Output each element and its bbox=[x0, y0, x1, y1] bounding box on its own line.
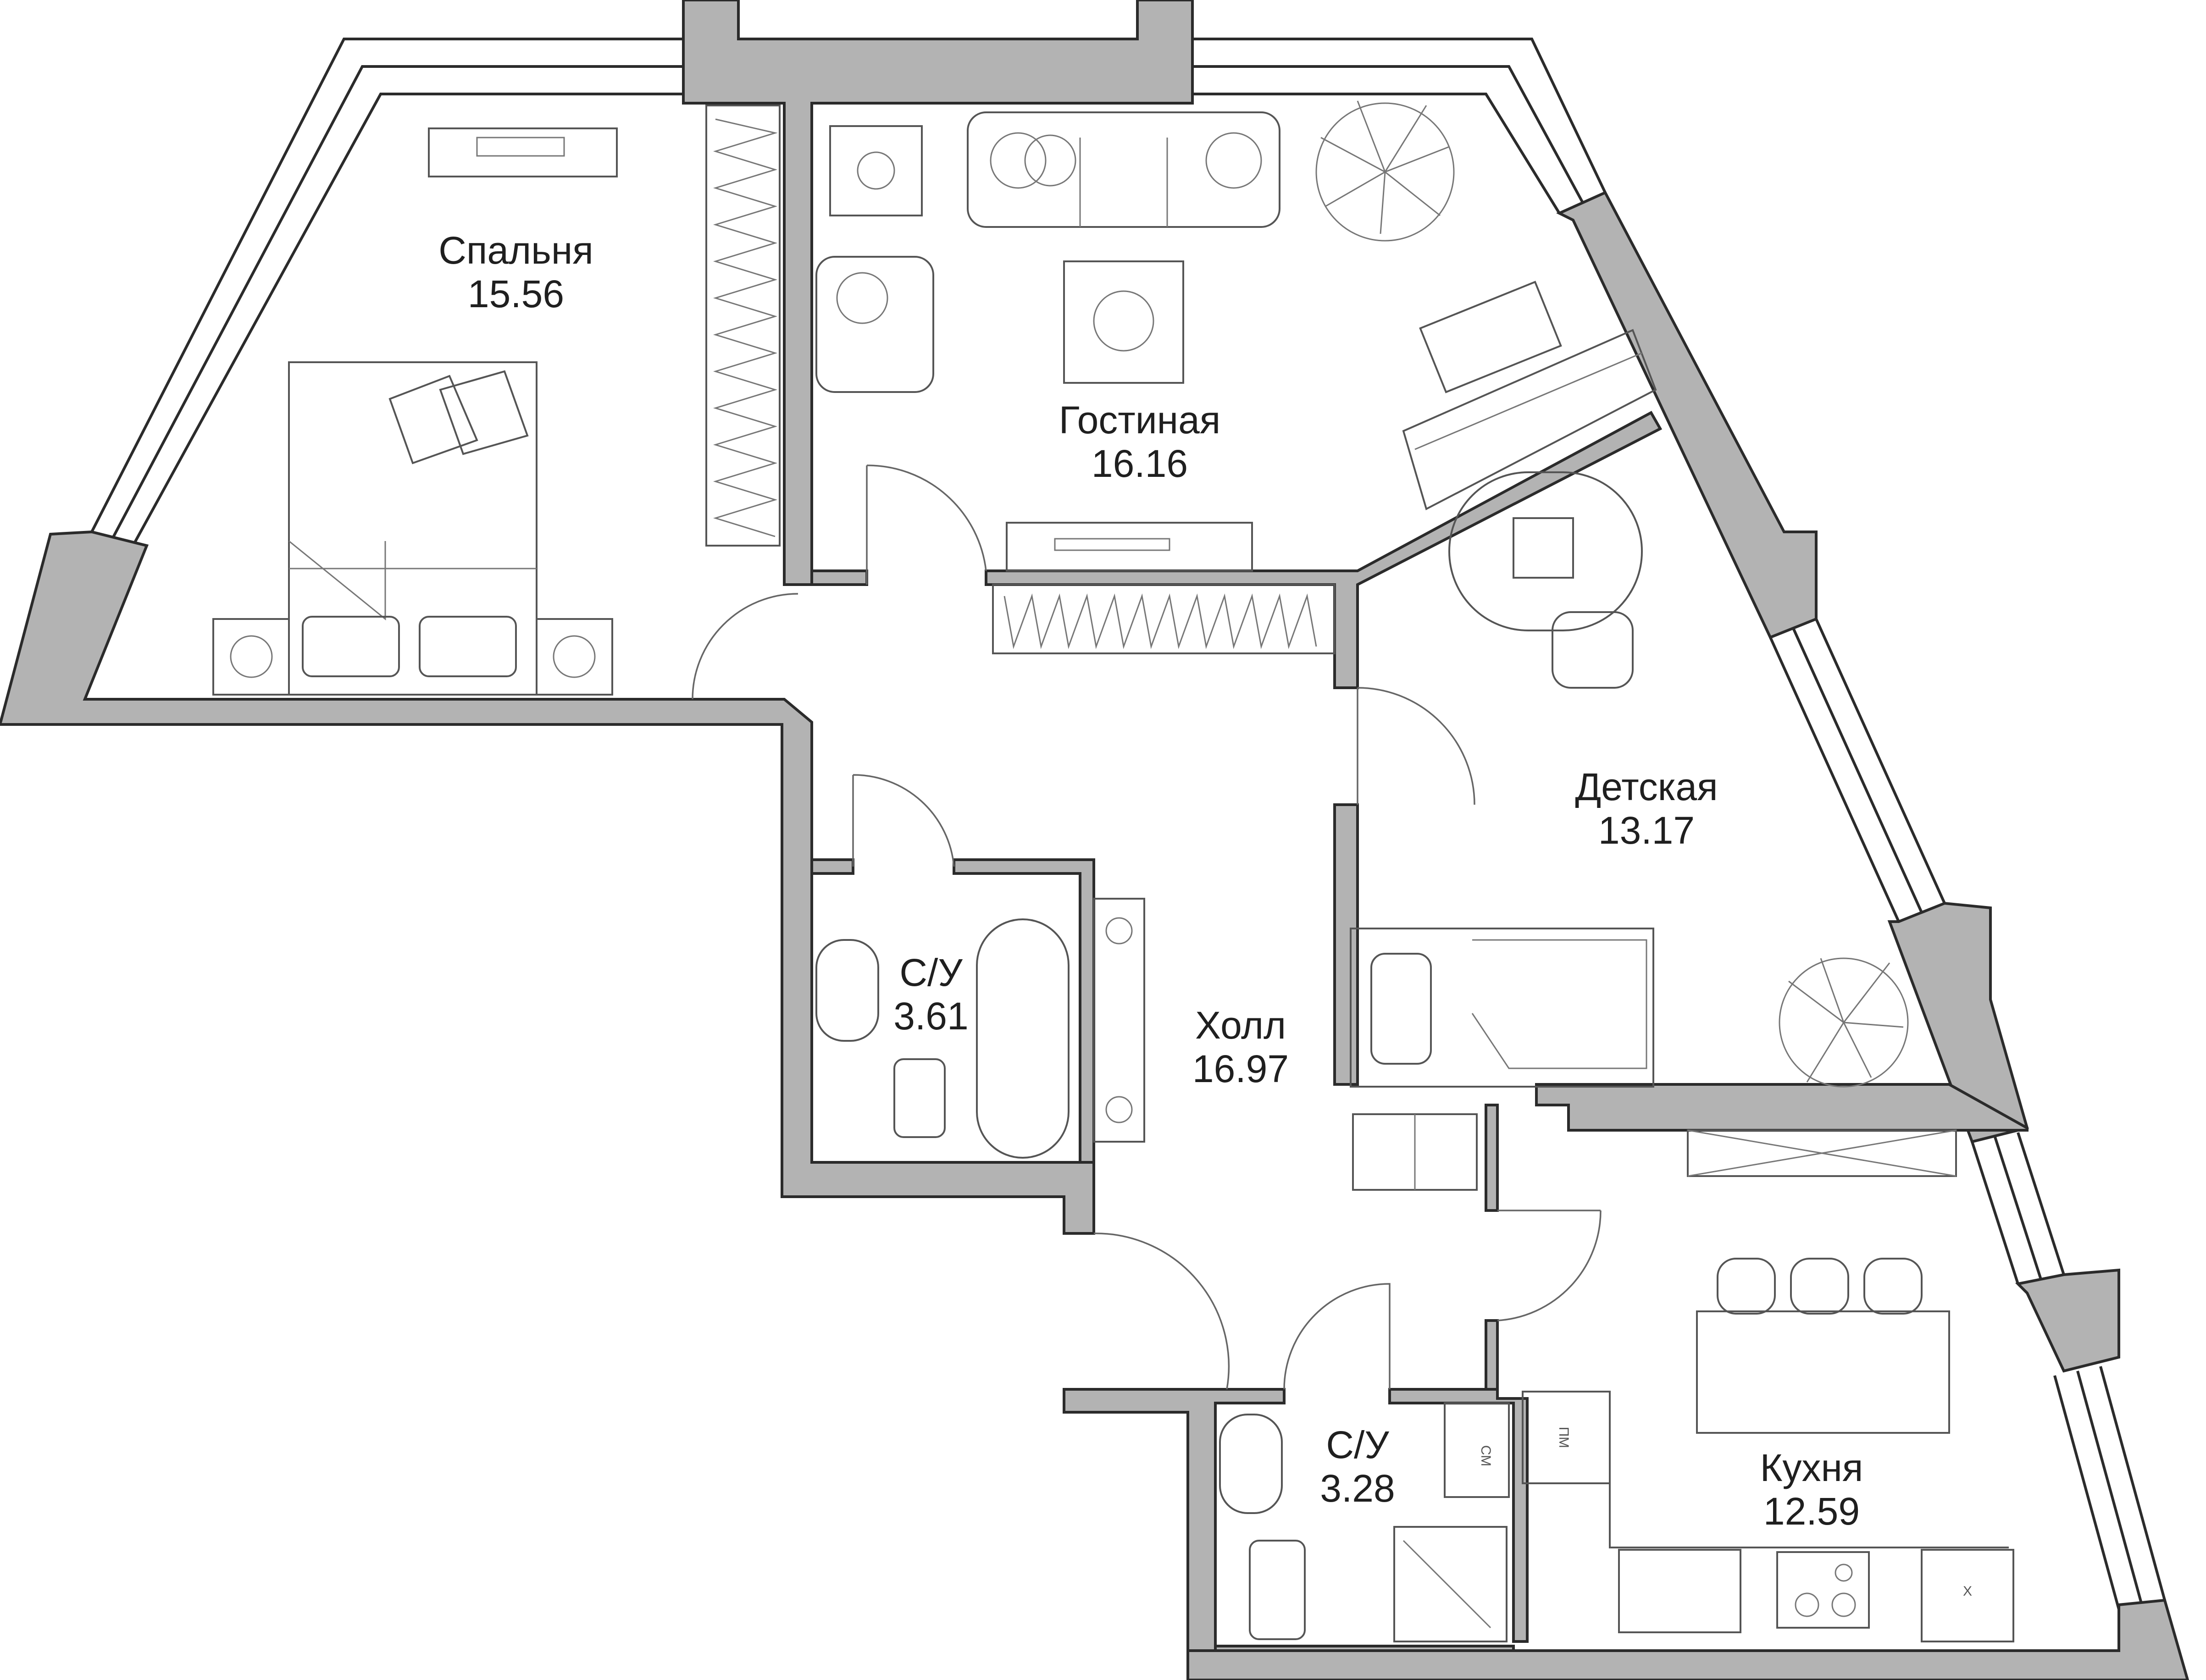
hall-shelf bbox=[992, 584, 1336, 654]
side-table bbox=[829, 125, 923, 216]
plant-icon bbox=[1315, 100, 1455, 242]
bathroom-1-fixtures bbox=[815, 898, 1145, 1159]
room-area-bathroom-1: 3.61 bbox=[893, 995, 969, 1038]
room-name-living: Гостиная bbox=[1059, 398, 1221, 442]
double-bed bbox=[288, 361, 538, 696]
room-area-bathroom-2: 3.28 bbox=[1320, 1467, 1395, 1510]
plant-icon bbox=[1779, 957, 1909, 1088]
sink bbox=[815, 939, 879, 1042]
washer-label: СМ bbox=[1478, 1445, 1493, 1466]
desk bbox=[1448, 471, 1643, 631]
sofa bbox=[967, 111, 1280, 228]
room-name-bedroom: Спальня bbox=[438, 229, 593, 272]
armchair bbox=[815, 256, 934, 393]
room-area-kids: 13.17 bbox=[1598, 809, 1695, 852]
toilet bbox=[893, 1058, 946, 1138]
room-labels: Спальня 15.56 Гостиная 16.16 Детская 13.… bbox=[438, 229, 1863, 1533]
stove bbox=[1776, 1551, 1870, 1629]
dining-table bbox=[1696, 1310, 1950, 1434]
fridge-label: Х bbox=[1963, 1584, 1972, 1599]
piano bbox=[1402, 329, 1657, 510]
kitchen-sink bbox=[1618, 1549, 1741, 1633]
bathroom-2-fixtures: СМ bbox=[1219, 1402, 1510, 1642]
room-name-kitchen: Кухня bbox=[1760, 1446, 1863, 1489]
room-name-kids: Детская bbox=[1575, 765, 1718, 808]
shower bbox=[1393, 1526, 1508, 1642]
washing-machine bbox=[1444, 1402, 1510, 1498]
room-name-hall: Холл bbox=[1195, 1004, 1286, 1047]
windows bbox=[90, 38, 2166, 1610]
chair bbox=[1552, 611, 1634, 689]
toilet bbox=[1249, 1540, 1306, 1640]
room-area-bedroom: 15.56 bbox=[468, 272, 564, 315]
room-name-bathroom-2: С/У bbox=[1326, 1423, 1389, 1466]
shelf bbox=[1687, 1129, 1957, 1177]
laptop-icon bbox=[1513, 517, 1574, 579]
hall-fixtures bbox=[1352, 1113, 1478, 1191]
room-name-bathroom-1: С/У bbox=[899, 951, 963, 994]
room-area-kitchen: 12.59 bbox=[1763, 1490, 1860, 1533]
room-area-living: 16.16 bbox=[1092, 442, 1188, 485]
wardrobe bbox=[705, 105, 781, 547]
dishwasher-label: ПМ bbox=[1556, 1427, 1571, 1448]
tv-cabinet bbox=[1006, 522, 1253, 572]
tv-unit bbox=[428, 127, 618, 177]
kids-furniture bbox=[1350, 471, 1909, 1088]
room-area-hall: 16.97 bbox=[1192, 1047, 1289, 1090]
living-furniture bbox=[815, 100, 1657, 654]
kitchen-fixtures: ПМ Х bbox=[1522, 1129, 2014, 1642]
nightstand-left bbox=[212, 618, 290, 696]
nightstand-right bbox=[536, 618, 613, 696]
bedroom-furniture bbox=[212, 105, 781, 696]
bathtub bbox=[976, 918, 1070, 1159]
fridge bbox=[1921, 1549, 2014, 1642]
single-bed bbox=[1350, 928, 1654, 1088]
sink bbox=[1219, 1414, 1283, 1514]
coffee-table bbox=[1063, 260, 1184, 384]
doors bbox=[692, 464, 1602, 1390]
radiator bbox=[1093, 898, 1145, 1143]
